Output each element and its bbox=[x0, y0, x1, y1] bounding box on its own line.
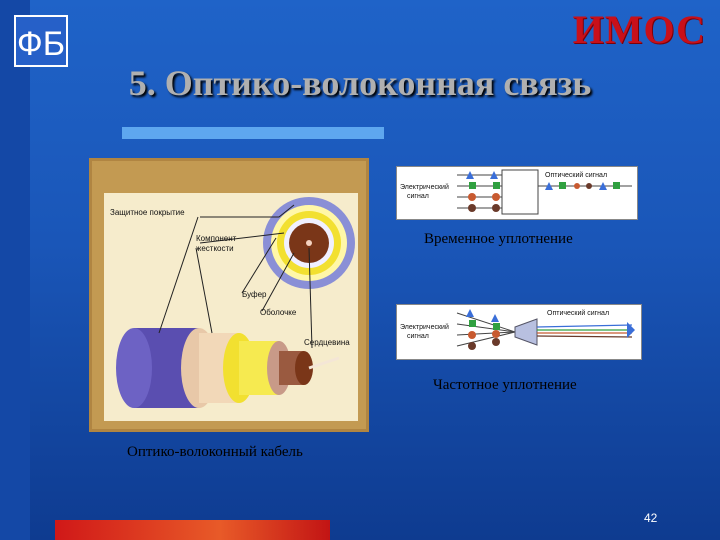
tdm-electrical-label-2: сигнал bbox=[407, 193, 429, 200]
cable-cross-section bbox=[263, 197, 355, 289]
logo: ФБ bbox=[14, 15, 68, 67]
leader-lines bbox=[158, 204, 313, 349]
fdm-output-lines bbox=[536, 324, 633, 338]
page-title: 5. Оптико-волоконная связь bbox=[128, 63, 592, 103]
footer-bar bbox=[55, 520, 330, 540]
leader-buffer bbox=[241, 237, 277, 294]
fiber-center bbox=[306, 240, 312, 246]
tdm-diagram: Оптический сигнал Электрический сигнал bbox=[396, 166, 638, 220]
page-number: 42 bbox=[644, 511, 658, 525]
cable-labels: Защитное покрытие Компонент жесткости Бу… bbox=[110, 208, 350, 347]
leader-strength bbox=[199, 232, 285, 244]
accent-bar bbox=[122, 127, 384, 139]
logo-mark: ФБ bbox=[17, 25, 65, 63]
fiber-strand bbox=[308, 356, 340, 370]
label-strength-2: жесткости bbox=[196, 244, 234, 253]
fdm-prism bbox=[514, 318, 538, 346]
fdm-signal-markers bbox=[466, 309, 500, 350]
side-panel bbox=[0, 0, 30, 540]
fdm-diagram: Оптический сигнал Электрический сигнал bbox=[396, 304, 642, 360]
leader-coating-side bbox=[158, 216, 199, 334]
tdm-illustration: Оптический сигнал Электрический сигнал bbox=[400, 169, 632, 215]
cable-diagram-inner: Защитное покрытие Компонент жесткости Бу… bbox=[104, 193, 358, 421]
cable-caption: Оптико-волоконный кабель bbox=[127, 444, 303, 460]
jacket-end bbox=[116, 328, 152, 408]
brand-name: ИМОС bbox=[572, 7, 706, 52]
leader-cladding bbox=[261, 252, 295, 312]
label-coating: Защитное покрытие bbox=[110, 208, 185, 217]
tdm-mux-box bbox=[501, 169, 539, 215]
cable-side-view bbox=[116, 328, 340, 408]
cable-illustration: Защитное покрытие Компонент жесткости Бу… bbox=[110, 197, 355, 408]
fdm-caption: Частотное уплотнение bbox=[433, 377, 577, 393]
cable-diagram-panel: Защитное покрытие Компонент жесткости Бу… bbox=[89, 158, 369, 432]
label-cladding: Оболочке bbox=[260, 308, 297, 317]
fdm-illustration: Оптический сигнал Электрический сигнал bbox=[400, 309, 635, 350]
label-strength-1: Компонент bbox=[196, 234, 237, 243]
tdm-optical-label: Оптический сигнал bbox=[545, 171, 607, 179]
tdm-signal-markers bbox=[466, 171, 500, 212]
tdm-output-markers bbox=[545, 182, 620, 190]
tdm-electrical-label-1: Электрический bbox=[400, 183, 449, 191]
core-end bbox=[295, 351, 313, 385]
label-core: Сердцевина bbox=[304, 338, 350, 347]
fdm-output-arrow bbox=[627, 322, 635, 338]
tdm-caption: Временное уплотнение bbox=[424, 231, 573, 247]
leader-core bbox=[308, 247, 313, 349]
label-buffer: Буфер bbox=[242, 290, 267, 299]
leader-strength-side bbox=[195, 247, 213, 334]
logo-text: ФБ bbox=[17, 25, 65, 63]
tdm-input-lines bbox=[457, 174, 502, 209]
fdm-electrical-label-1: Электрический bbox=[400, 323, 449, 331]
leader-coating bbox=[200, 204, 295, 218]
fdm-input-lines bbox=[456, 312, 516, 347]
fdm-optical-label: Оптический сигнал bbox=[547, 309, 609, 317]
fdm-electrical-label-2: сигнал bbox=[407, 333, 429, 340]
